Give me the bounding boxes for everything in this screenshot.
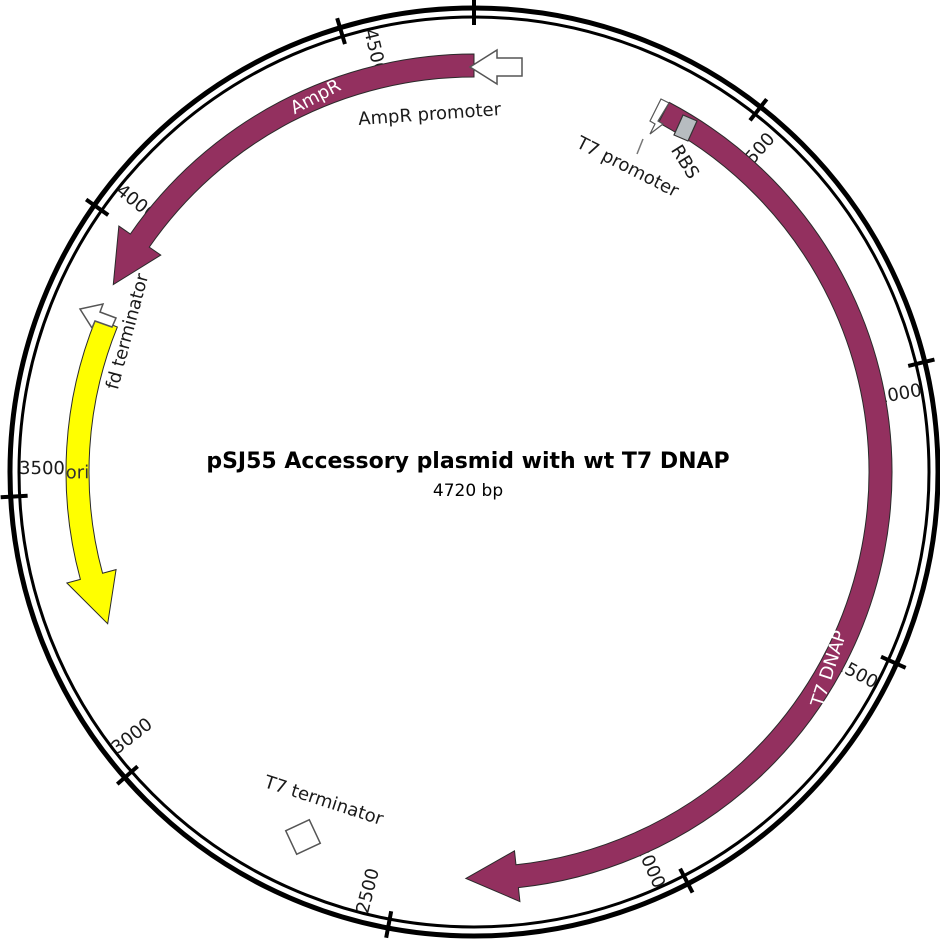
t7-promoter-feature xyxy=(649,98,670,135)
t7-promoter-label: T7 promoter xyxy=(572,132,682,202)
tick-label: 2500 xyxy=(352,866,384,916)
ori-label: ori xyxy=(66,462,89,483)
t7-terminator-feature xyxy=(284,818,322,856)
tick-label: 3000 xyxy=(108,714,157,759)
ampr-label: AmpR xyxy=(287,75,344,119)
plasmid-size: 4720 bp xyxy=(433,481,503,501)
rbs-label: RBS xyxy=(666,141,703,183)
rbs-feature xyxy=(673,114,698,142)
ampr-promoter-label: AmpR promoter xyxy=(358,99,503,130)
tick-mark xyxy=(748,97,769,122)
tick-mark xyxy=(678,867,695,894)
tick-mark xyxy=(384,910,394,939)
features xyxy=(65,48,893,903)
ampr-promoter-feature xyxy=(468,48,523,86)
tick-label: 3500 xyxy=(19,458,65,479)
plasmid-title: pSJ55 Accessory plasmid with wt T7 DNAP xyxy=(206,449,729,474)
t7-dnap-feature xyxy=(464,101,893,903)
t7-terminator-label: T7 terminator xyxy=(261,771,387,830)
tick-mark xyxy=(0,493,28,500)
tick-mark xyxy=(115,764,139,786)
tick-mark xyxy=(907,357,935,368)
fd-terminator-feature xyxy=(78,302,118,330)
tick-mark xyxy=(335,17,347,45)
tick-mark xyxy=(84,197,110,217)
t7-promoter-leader xyxy=(636,138,644,155)
ori-feature xyxy=(65,317,118,625)
ampr-feature xyxy=(112,53,475,286)
tick-mark xyxy=(880,654,907,670)
